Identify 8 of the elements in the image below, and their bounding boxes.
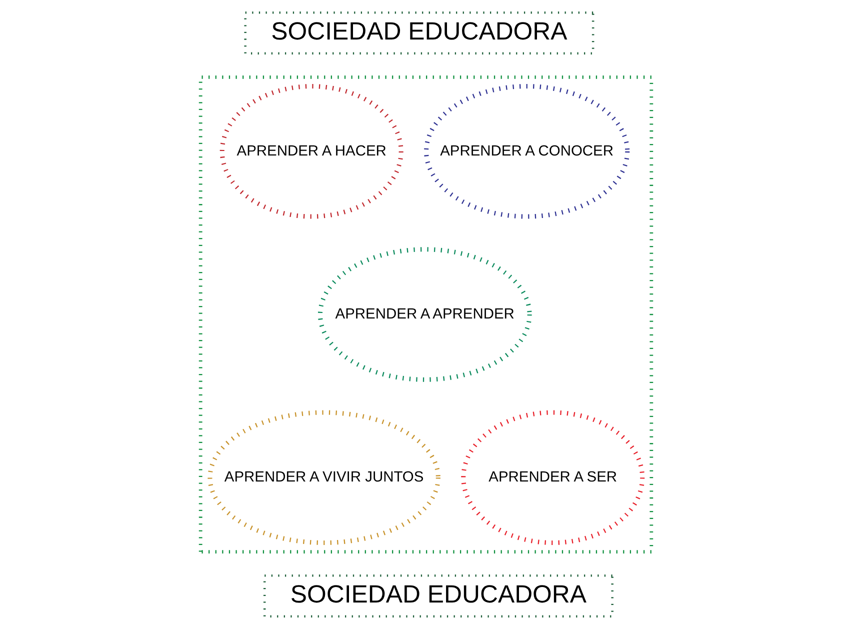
- node-box: SOCIEDAD EDUCADORA: [244, 12, 594, 55]
- node-ellipse: APRENDER A VIVIR JUNTOS: [208, 410, 440, 545]
- node-ellipse: APRENDER A APRENDER: [318, 247, 532, 382]
- node-ellipse: APRENDER A SER: [461, 410, 645, 545]
- node-box: SOCIEDAD EDUCADORA: [263, 574, 614, 618]
- node-ellipse: APRENDER A HACER: [220, 84, 404, 219]
- node-ellipse: APRENDER A CONOCER: [424, 84, 630, 219]
- cluster: [198, 76, 654, 554]
